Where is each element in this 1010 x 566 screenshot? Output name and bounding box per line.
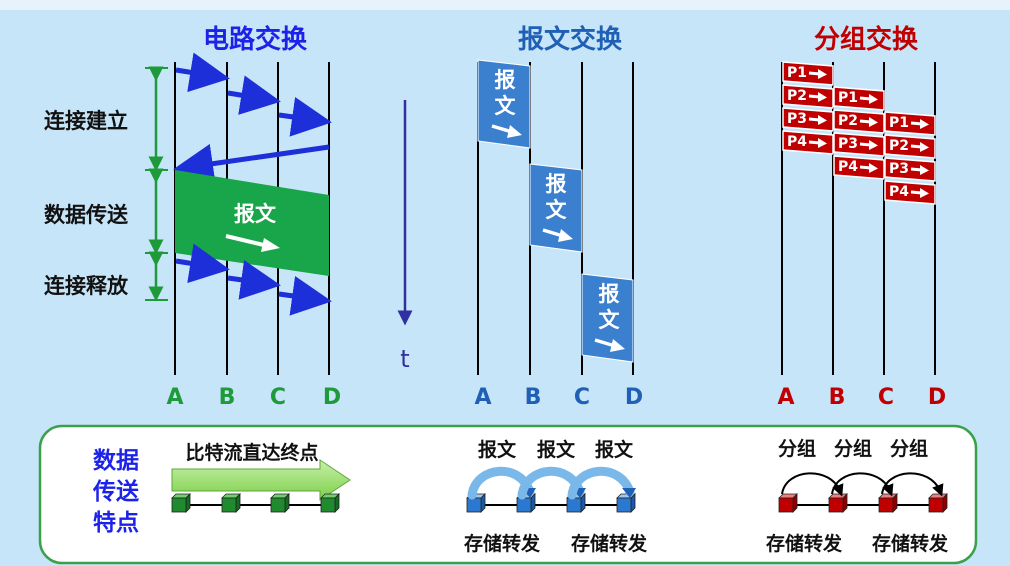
message-node-c: C: [574, 385, 590, 410]
legend-packet-node-4: [928, 493, 948, 513]
packet-node-a: A: [777, 385, 794, 410]
packet-block-label: P1: [787, 65, 807, 81]
circuit-node-b: B: [219, 385, 236, 410]
packet-block-label: P4: [838, 159, 858, 175]
legend-message-hop-arc-3: [567, 466, 635, 500]
legend-packet-top-1: 分组: [778, 437, 816, 460]
message-node-a: A: [474, 385, 491, 410]
packet-block-label: P4: [787, 134, 807, 150]
circuit-node-a: A: [166, 385, 183, 410]
phase-connect-release: 连接释放: [44, 274, 129, 298]
packet-block-p1-hop-3: P1: [884, 111, 936, 136]
packet-node-c: C: [878, 385, 894, 410]
legend-circuit-text: 比特流直达终点: [185, 441, 318, 464]
packet-block-label: P1: [889, 115, 909, 131]
legend-message-top-1: 报文: [478, 438, 517, 461]
release-arrows: [175, 243, 332, 316]
message-node-b: B: [525, 385, 542, 410]
message-panel: 报 文 报 文 报 文 A B C D: [474, 59, 643, 410]
packet-block-label: P2: [787, 88, 807, 104]
message-switching-title: 报文交换: [518, 24, 623, 55]
message-block-2: 报 文: [529, 163, 583, 253]
packet-block-p1-hop-1: P1: [782, 61, 834, 86]
legend-title-line-1: 数据: [93, 448, 139, 474]
packet-block-label: P2: [889, 138, 909, 154]
legend-circuit-nodes: [171, 493, 340, 513]
message-block-2-label-top: 报: [546, 172, 567, 196]
legend-packet-top-3: 分组: [890, 437, 928, 460]
legend-title-line-3: 特点: [93, 510, 139, 536]
packet-block-label: P1: [838, 90, 858, 106]
packet-block-label: P3: [889, 161, 909, 177]
legend-message-top-2: 报文: [537, 438, 576, 461]
packet-block-p4-hop-1: P4: [782, 130, 834, 155]
circuit-node-c: C: [270, 385, 286, 410]
legend-circuit-node-4: [320, 493, 340, 513]
packet-block-p4-hop-3: P4: [884, 180, 936, 205]
legend-packet-node-3: [878, 493, 898, 513]
message-block-1: 报 文: [477, 59, 531, 149]
packet-block-p1-hop-2: P1: [833, 86, 885, 111]
time-axis: t: [397, 100, 413, 373]
legend-message-bottom-2: 存储转发: [571, 532, 648, 555]
phase-bracket: [145, 66, 168, 302]
legend-box: 数据 传送 特点 比特流直达终点 报文 报文 报文 存储转发 存储转发 分组 分…: [38, 424, 978, 565]
packet-block-p3-hop-1: P3: [782, 107, 834, 132]
legend-message-node-4: [616, 493, 636, 513]
packet-block-label: P3: [787, 111, 807, 127]
message-block-1-label-top: 报: [495, 68, 516, 92]
circuit-data-arrow: [225, 234, 280, 252]
legend-packet-hop-arc-3: [881, 472, 944, 497]
legend-circuit-node-2: [221, 493, 241, 513]
packet-node-b: B: [829, 385, 846, 410]
message-block-1-label-bottom: 文: [495, 94, 517, 118]
packet-block-p2-hop-2: P2: [833, 109, 885, 134]
legend-packet-top-2: 分组: [834, 437, 872, 460]
setup-arrows: [173, 52, 332, 184]
message-block-3-label-top: 报: [599, 282, 620, 306]
packet-block-p2-hop-3: P2: [884, 134, 936, 159]
legend-bitstream-arrow: [171, 459, 351, 501]
time-axis-label: t: [400, 345, 409, 373]
phase-data-transfer: 数据传送: [44, 203, 129, 227]
message-node-d: D: [625, 385, 643, 410]
packet-block-p3-hop-2: P3: [833, 132, 885, 157]
circuit-node-d: D: [323, 385, 341, 410]
packet-block-p2-hop-1: P2: [782, 84, 834, 109]
top-band: [0, 0, 1010, 10]
packet-node-d: D: [928, 385, 946, 410]
legend-packet-node-1: [778, 493, 798, 513]
legend-message-nodes: [466, 466, 636, 513]
legend-packet-node-2: [828, 493, 848, 513]
legend-circuit-node-3: [270, 493, 290, 513]
legend-message-top-3: 报文: [595, 438, 634, 461]
legend-packet-bottom-1: 存储转发: [766, 532, 843, 555]
packet-block-p3-hop-3: P3: [884, 157, 936, 182]
legend-circuit-node-1: [171, 493, 191, 513]
packet-switching-title: 分组交换: [814, 24, 919, 55]
legend-packet-nodes: [778, 472, 948, 513]
message-block-2-label-bottom: 文: [546, 198, 568, 222]
circuit-switching-title: 电路交换: [203, 24, 308, 55]
message-block-3: 报 文: [581, 273, 634, 363]
circuit-data-label: 报文: [234, 202, 277, 226]
legend-message-bottom-1: 存储转发: [464, 532, 541, 555]
packet-block-label: P4: [889, 184, 909, 200]
packet-block-label: P3: [838, 136, 858, 152]
packet-block-label: P2: [838, 113, 858, 129]
packet-block-p4-hop-2: P4: [833, 155, 885, 180]
legend-title-line-2: 传送: [92, 478, 139, 505]
message-block-3-label-bottom: 文: [599, 308, 621, 332]
phase-connect-setup: 连接建立: [44, 109, 128, 133]
circuit-panel: 连接建立 数据传送 连接释放 报文 A B C D: [44, 52, 341, 410]
legend-packet-bottom-2: 存储转发: [872, 532, 949, 555]
